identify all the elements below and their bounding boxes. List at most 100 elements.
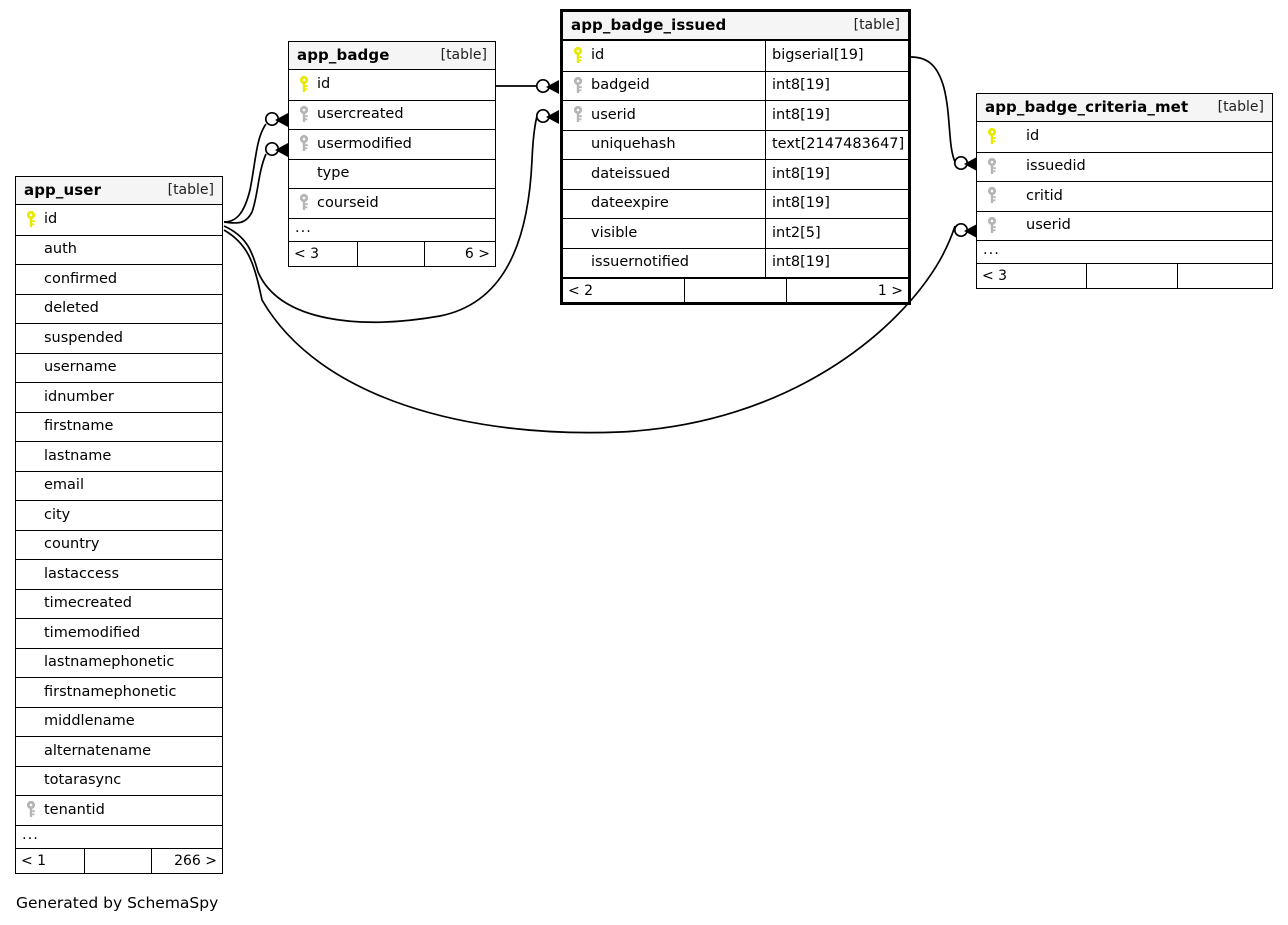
column-row[interactable]: idnumber	[16, 382, 222, 412]
footer-parents-count[interactable]: < 1	[21, 852, 47, 869]
column-name-cell: email	[16, 472, 222, 501]
footer-middle	[1086, 264, 1178, 288]
column-name: userid	[1026, 217, 1071, 234]
table-type-tag: [table]	[1217, 99, 1264, 115]
zero-marker	[264, 141, 280, 157]
column-name: id	[317, 76, 331, 93]
column-row[interactable]: middlename	[16, 706, 222, 737]
column-row[interactable]: courseid	[289, 188, 495, 218]
table-title: app_badge_issued	[571, 16, 727, 34]
column-name-cell: auth	[16, 236, 222, 265]
footer-children-count[interactable]: 1 >	[877, 282, 903, 299]
column-row[interactable]: timemodified	[16, 618, 222, 648]
foreign-key-icon	[295, 135, 312, 152]
column-name-cell: lastaccess	[16, 560, 222, 589]
column-row[interactable]: type	[289, 158, 495, 189]
column-name-cell: type	[289, 160, 495, 189]
column-name: issuedid	[1026, 158, 1086, 175]
column-row[interactable]: lastnamephonetic	[16, 647, 222, 678]
column-name-cell: usermodified	[289, 130, 495, 159]
column-row[interactable]: usermodified	[289, 129, 495, 159]
column-row[interactable]: issuedid	[977, 151, 1272, 182]
column-row[interactable]: auth	[16, 234, 222, 265]
column-row[interactable]: country	[16, 529, 222, 560]
table-app-badge-criteria-met[interactable]: app_badge_criteria_met [table] id issuedi…	[976, 93, 1273, 289]
footer-parents-count[interactable]: < 2	[568, 282, 594, 299]
footer-middle	[83, 848, 152, 873]
column-name: dateissued	[591, 165, 671, 182]
column-row[interactable]: lastname	[16, 441, 222, 471]
column-type: int8[19]	[772, 254, 830, 271]
column-row[interactable]: firstname	[16, 411, 222, 442]
column-name: suspended	[44, 329, 123, 346]
footer-children-count[interactable]: 6 >	[464, 245, 490, 262]
column-row[interactable]: id	[977, 122, 1272, 152]
footer-children-count[interactable]: 266 >	[174, 852, 217, 869]
column-name-cell: usercreated	[289, 101, 495, 130]
column-row[interactable]: firstnamephonetic	[16, 677, 222, 707]
column-row[interactable]: lastaccess	[16, 559, 222, 589]
column-row[interactable]: alternatename	[16, 736, 222, 766]
column-type: int8[19]	[772, 195, 830, 212]
many-arrow	[275, 113, 288, 127]
column-type: text[2147483647]	[772, 136, 905, 153]
column-row[interactable]: critid	[977, 181, 1272, 211]
column-type-cell: int2[5]	[765, 219, 908, 248]
table-header-app-badge-criteria-met: app_badge_criteria_met [table]	[977, 94, 1272, 122]
table-footer-app-badge: < 3 6 >	[289, 240, 495, 266]
column-name-cell: deleted	[16, 295, 222, 324]
column-row[interactable]: timecreated	[16, 588, 222, 619]
column-name: usermodified	[317, 135, 412, 152]
more-columns-marker: ...	[16, 824, 222, 848]
column-type-cell: bigserial[19]	[765, 41, 908, 71]
foreign-key-icon	[569, 106, 586, 123]
many-arrow	[275, 143, 288, 157]
column-type-cell: int8[19]	[765, 71, 908, 100]
column-row[interactable]: id	[289, 70, 495, 100]
edge-user-id-to-badge-usercreated	[223, 123, 267, 223]
footer-parents-count[interactable]: < 3	[294, 245, 320, 262]
column-type: int8[19]	[772, 77, 830, 94]
column-name: timecreated	[44, 595, 132, 612]
column-row[interactable]: confirmed	[16, 264, 222, 294]
column-name-cell: critid	[977, 182, 1272, 211]
column-row[interactable]: username	[16, 352, 222, 383]
column-name: badgeid	[591, 77, 650, 94]
column-name: email	[44, 477, 84, 494]
column-row[interactable]: usercreated	[289, 99, 495, 130]
table-title: app_user	[24, 181, 102, 199]
column-row[interactable]: id	[16, 205, 222, 235]
foreign-key-icon	[983, 187, 1000, 204]
footer-parents-count[interactable]: < 3	[982, 268, 1008, 284]
column-row[interactable]: email	[16, 470, 222, 501]
zero-marker	[264, 111, 280, 127]
column-row[interactable]: badgeid int8[19]	[563, 70, 908, 100]
column-type: int8[19]	[772, 106, 830, 123]
primary-key-icon	[295, 75, 312, 93]
column-name: auth	[44, 241, 77, 258]
table-title: app_badge	[297, 46, 390, 64]
column-name: idnumber	[44, 388, 114, 405]
column-row[interactable]: suspended	[16, 323, 222, 353]
column-row[interactable]: userid	[977, 210, 1272, 241]
column-row[interactable]: totarasync	[16, 765, 222, 796]
column-row[interactable]: deleted	[16, 293, 222, 324]
primary-key-icon	[569, 46, 586, 64]
column-row[interactable]: tenantid	[16, 795, 222, 825]
column-row[interactable]: city	[16, 500, 222, 530]
column-type-cell: int8[19]	[765, 189, 908, 218]
footer-middle	[356, 241, 425, 266]
table-header-app-badge-issued: app_badge_issued [table]	[563, 12, 908, 41]
